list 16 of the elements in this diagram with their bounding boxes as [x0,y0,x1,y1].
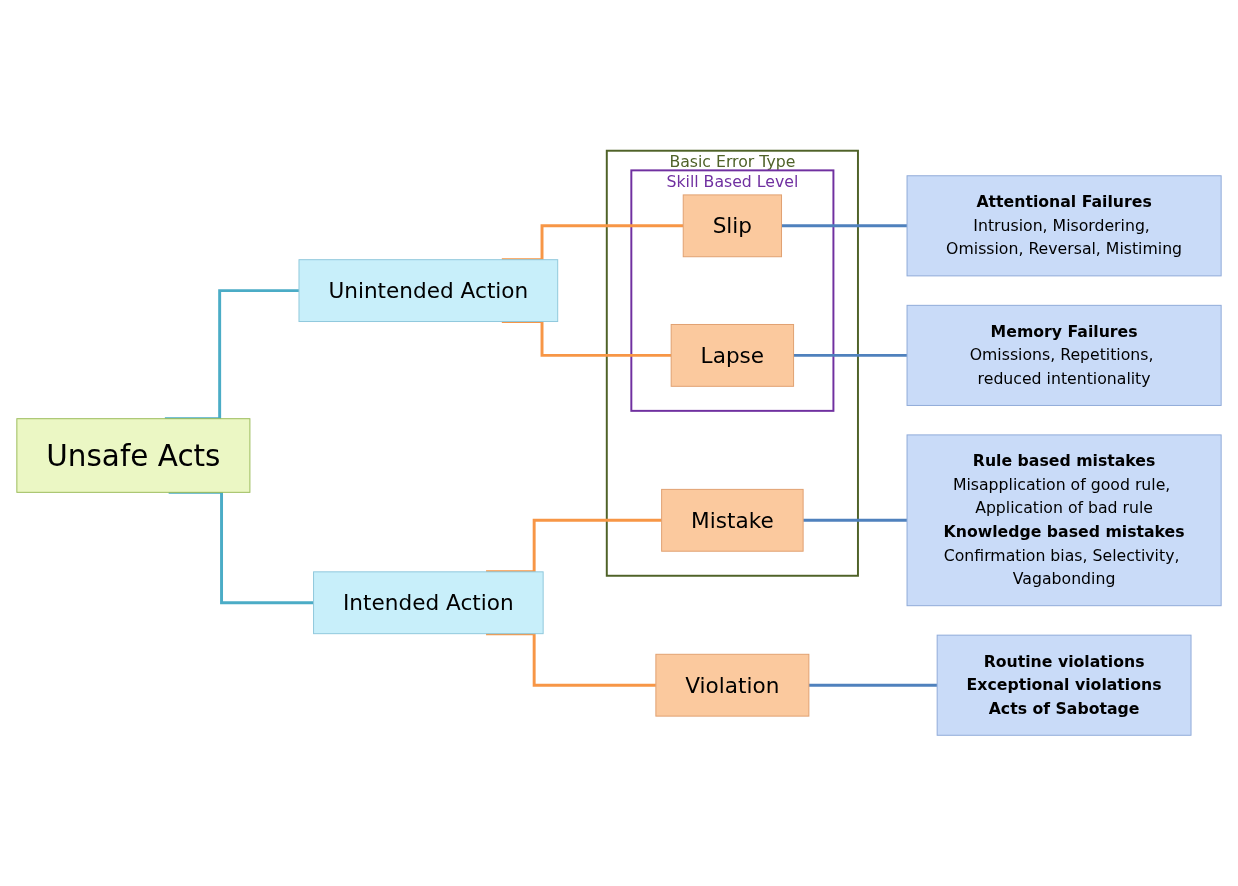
node-box: Attentional Failures Intrusion, Misordering, Omission, Reversal, Mistiming [906,175,1222,277]
connector [486,632,656,687]
connector [793,353,908,357]
node-box: Unsafe Acts [16,418,251,493]
connector [803,518,908,522]
node-box: Slip [682,194,782,258]
node-box: Memory Failures Omissions, Repetitions, reduced intentionality [906,304,1222,406]
node-box: Violation [655,653,810,717]
connector [808,683,938,687]
node-box: Unintended Action [298,259,559,322]
node-box: Rule based mistakes Misapplication of good rule, Application of bad rule Knowledge based mistakes Confirmation bias, Selectivity, Vagabonding [906,434,1222,607]
node-box: Lapse [670,324,795,387]
node-box: Mistake [661,488,804,552]
connector [781,224,908,228]
node-box: Routine violations Exceptional violations Acts of Sabotage [936,634,1192,736]
node-box: Intended Action [313,571,544,635]
